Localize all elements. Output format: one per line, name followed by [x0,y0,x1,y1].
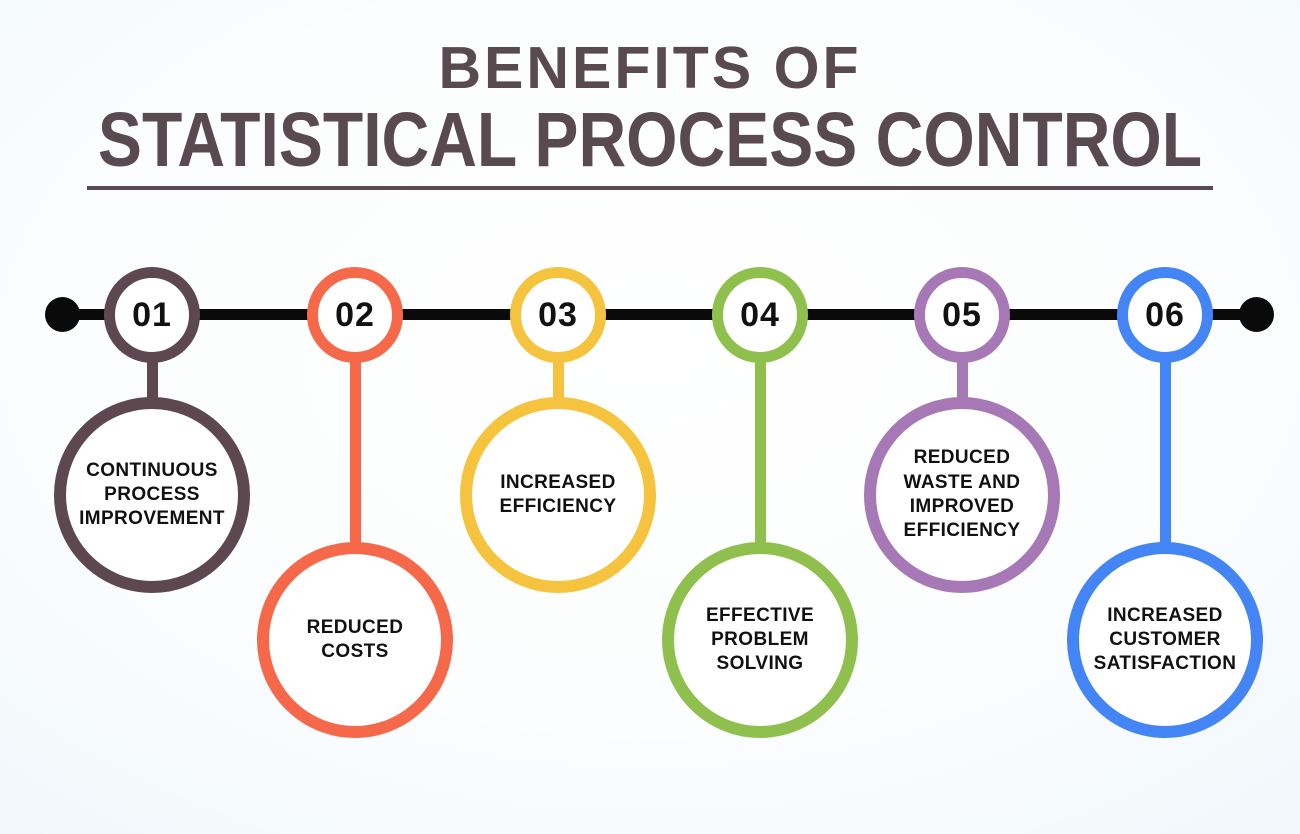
step-number-circle: 05 [914,267,1010,363]
step-number: 01 [132,295,172,334]
step-number: 05 [942,295,982,334]
benefit-label: CONTINUOUS PROCESS IMPROVEMENT [79,459,225,530]
benefit-label: INCREASED CUSTOMER SATISFACTION [1093,604,1237,675]
connector-stem [957,330,968,410]
benefit-circle: REDUCED COSTS [257,542,453,738]
title-underline [87,186,1213,190]
timeline-end-dot [1239,297,1274,332]
benefit-label: EFFECTIVE PROBLEM SOLVING [705,604,815,675]
step-number: 06 [1145,295,1185,334]
connector-stem [350,330,361,555]
benefit-circle: REDUCED WASTE AND IMPROVED EFFICIENCY [864,397,1060,593]
title-block: BENEFITS OF STATISTICAL PROCESS CONTROL [0,35,1300,184]
timeline-line [62,309,1257,320]
connector-stem [147,330,158,410]
step-number-circle: 01 [104,267,200,363]
benefit-circle: EFFECTIVE PROBLEM SOLVING [662,542,858,738]
step-number-circle: 04 [712,267,808,363]
step-number-circle: 03 [510,267,606,363]
step-number-circle: 02 [307,267,403,363]
benefit-circle: INCREASED CUSTOMER SATISFACTION [1067,542,1263,738]
connector-stem [755,330,766,555]
benefit-circle: CONTINUOUS PROCESS IMPROVEMENT [54,397,250,593]
benefit-label: INCREASED EFFICIENCY [499,471,617,517]
page-title-line1: BENEFITS OF [438,35,862,101]
step-number-circle: 06 [1117,267,1213,363]
step-number: 02 [335,295,375,334]
step-number: 03 [538,295,578,334]
step-number: 04 [740,295,780,334]
benefit-label: REDUCED COSTS [306,616,404,662]
timeline-start-dot [45,297,80,332]
connector-stem [553,330,564,410]
page-title-line2: STATISTICAL PROCESS CONTROL [97,97,1203,184]
connector-stem [1160,330,1171,555]
benefit-circle: INCREASED EFFICIENCY [460,397,656,593]
benefit-label: REDUCED WASTE AND IMPROVED EFFICIENCY [903,447,1021,542]
